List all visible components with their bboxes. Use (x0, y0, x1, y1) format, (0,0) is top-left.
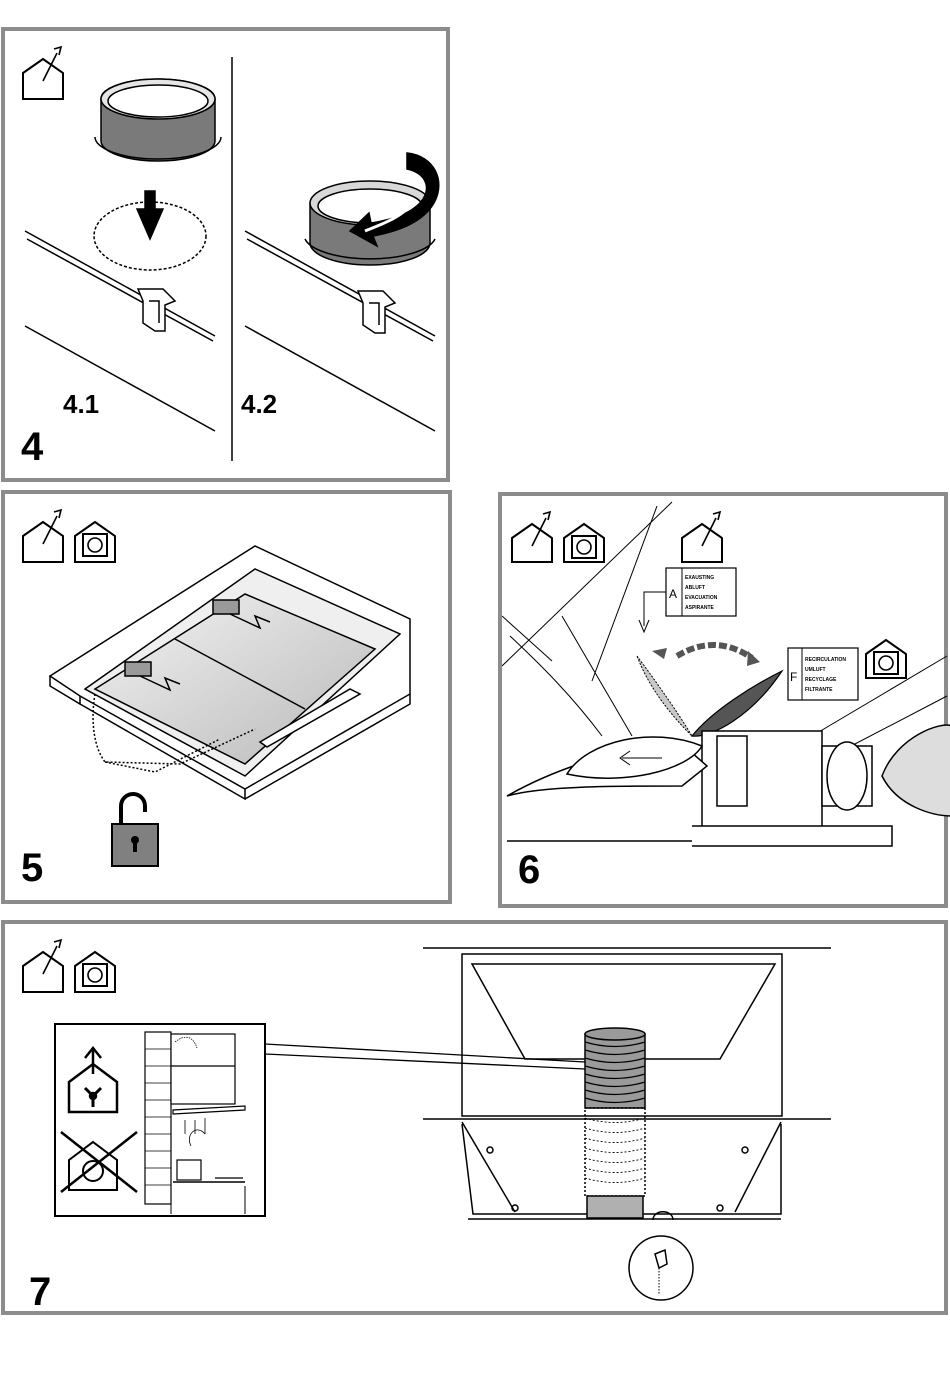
label-f-letter: F (790, 670, 797, 684)
house-extraction-icon (23, 47, 63, 99)
label-f-line-2: UMLUFT (805, 667, 826, 673)
house-recirculation-icon (75, 522, 115, 562)
installation-inset (55, 1024, 265, 1216)
panel-6-illustration: A EXAUSTING ABLUFT EVACUATION ASPIRANTE … (502, 496, 950, 912)
label-f-line-1: RECIRCULATION (805, 657, 846, 663)
house-extraction-icon (682, 512, 722, 562)
panel-step-4: 4.1 4.2 4 (1, 27, 450, 482)
hood-grease-filters (50, 546, 410, 799)
panel-7-illustration (5, 924, 950, 1319)
house-recirculation-icon (75, 952, 115, 992)
label-a-letter: A (669, 587, 677, 601)
house-recirculation-icon (564, 524, 604, 562)
step-7-number: 7 (29, 1272, 51, 1312)
house-extraction-icon (512, 512, 552, 562)
selector-arc-arrow (677, 645, 752, 658)
panel-step-6: A EXAUSTING ABLUFT EVACUATION ASPIRANTE … (498, 492, 948, 908)
house-recirculation-icon (866, 640, 906, 678)
panel-step-7: 7 (1, 920, 948, 1315)
label-f-line-4: FILTRANTE (805, 687, 833, 693)
step-4-1-label: 4.1 (63, 391, 99, 417)
label-a-line-4: ASPIRANTE (685, 605, 715, 611)
panel-step-5: 5 (1, 490, 452, 904)
label-f-recirculation: F RECIRCULATION UMLUFT RECYCLAGE FILTRAN… (788, 648, 858, 700)
hood-ducting-diagram (423, 948, 831, 1300)
house-extraction-icon (23, 940, 63, 992)
house-extraction-icon (23, 510, 63, 562)
label-a-line-3: EVACUATION (685, 595, 718, 601)
collar-step-4-1 (25, 79, 221, 431)
panel-5-illustration (5, 494, 456, 908)
label-a-line-1: EXAUSTING (685, 575, 714, 581)
label-f-line-3: RECYCLAGE (805, 677, 837, 683)
label-a-exhausting: A EXAUSTING ABLUFT EVACUATION ASPIRANTE (639, 568, 736, 632)
step-6-number: 6 (518, 850, 540, 890)
step-4-2-label: 4.2 (241, 391, 277, 417)
padlock-open-icon (112, 794, 158, 866)
step-5-number: 5 (21, 848, 43, 888)
step-4-number: 4 (21, 427, 43, 467)
label-a-line-2: ABLUFT (685, 585, 705, 591)
